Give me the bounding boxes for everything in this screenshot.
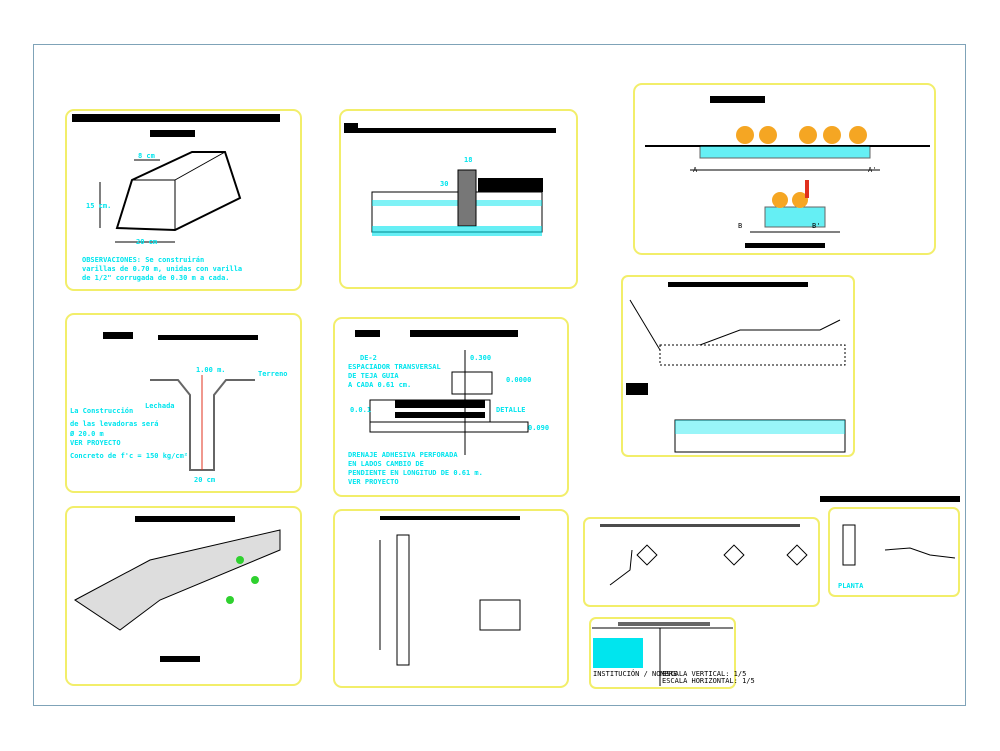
panel-plan: PLANTA [820, 496, 960, 597]
label: 0.0000 [506, 376, 531, 384]
dim-base: 20 cm [136, 238, 157, 246]
note-line: EN LADOS CAMBIO DE [348, 460, 424, 468]
dim-height: 30 [440, 180, 448, 188]
dim-width: 18 [464, 156, 472, 164]
label: 0.300 [470, 354, 491, 362]
label: ESPACIADOR TRANSVERSAL [348, 363, 441, 371]
label-b-prime: B' [812, 222, 820, 230]
note-line: VER PROYECTO [70, 439, 121, 447]
panel-post-details [583, 517, 820, 607]
label-plan: PLANTA [838, 582, 864, 590]
panel-drain-post: 1.00 m. 20 cm Terreno Lechada La Constru… [65, 313, 302, 493]
note-line: Concreto de f'c = 150 kg/cm² [70, 452, 188, 460]
panel-concrete-block: 8 cm 15 cm. 20 cm OBSERVACIONES: Se cons… [65, 109, 302, 291]
note-line: OBSERVACIONES: Se construirán [82, 256, 204, 264]
label: A CADA 0.61 cm. [348, 381, 411, 389]
note-line: de 1/2" corrugada de 0.30 m a cada. [82, 274, 230, 282]
note-line: de las levadoras será [70, 420, 159, 428]
label: DE-2 [360, 354, 377, 362]
note-line: Ø 20.0 m [69, 430, 104, 438]
label-b: B [738, 222, 742, 230]
dim-height: 15 cm. [86, 202, 111, 210]
label: 0.0.1 [350, 406, 371, 414]
label-a: A [693, 166, 698, 174]
panel-vertical-detail [333, 509, 569, 688]
panel-road-section: A A' B B' [633, 83, 936, 255]
title-block: INSTITUCIÓN / NOMBRE ESCALA VERTICAL: 1/… [589, 617, 755, 689]
note-line: DRENAJE ADHESIVA PERFORADA [348, 451, 458, 459]
dim-width: 1.00 m. [196, 366, 226, 374]
dim-base: 20 cm [194, 476, 215, 484]
panel-curb-section: 18 30 [339, 109, 578, 289]
panel-joint-detail: DE-2 ESPACIADOR TRANSVERSAL DE TEJA GUIA… [333, 317, 569, 497]
title-block-text: ESCALA HORIZONTAL: 1/5 [662, 677, 755, 685]
panel-gabion-3d [65, 506, 302, 686]
drawing-sheet [33, 44, 966, 706]
note-line: PENDIENTE EN LONGITUD DE 0.61 m. [348, 469, 483, 477]
label: DE TEJA GUIA [348, 372, 399, 380]
title-block-text: INSTITUCIÓN / NOMBRE [593, 669, 677, 678]
label-a-prime: A' [868, 166, 876, 174]
title-block-text: ESCALA VERTICAL: 1/5 [662, 670, 746, 678]
label: DETALLE [496, 406, 526, 414]
label: 0.090 [528, 424, 549, 432]
note-line: varillas de 0.70 m, unidas con varilla [82, 265, 242, 273]
note-line: VER PROYECTO [348, 478, 399, 486]
dim-top: 8 cm [138, 152, 155, 160]
label-grout: Lechada [145, 402, 175, 410]
panel-slope-profile [621, 275, 855, 457]
label-terrain: Terreno [258, 370, 288, 378]
note-line: La Construcción [70, 407, 133, 415]
